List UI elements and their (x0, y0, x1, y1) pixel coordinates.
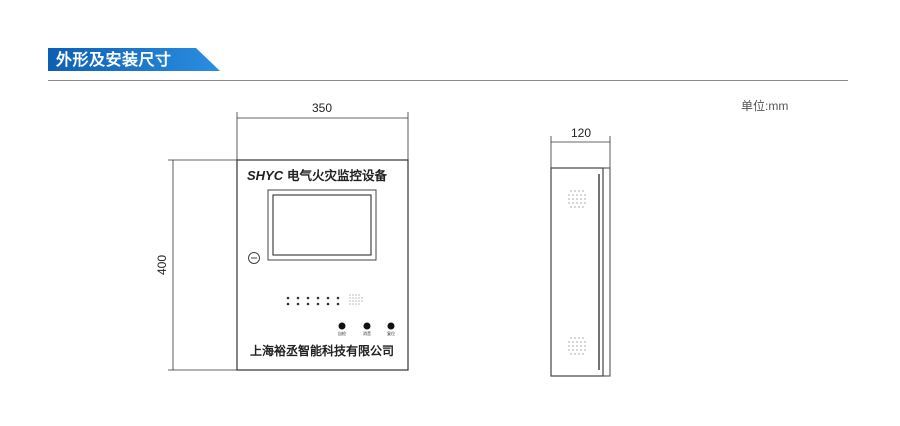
depth-dim-label: 120 (571, 126, 591, 140)
width-dim-label: 350 (312, 101, 332, 115)
divider (48, 80, 848, 81)
front-view: SHYC 电气火灾监控设备 自检 消音 复位 上海裕丞智能科技有限公司 (236, 159, 409, 371)
self-test-button[interactable]: 自检 (338, 322, 346, 337)
indicator-leds (286, 296, 340, 306)
side-dimensions (550, 136, 611, 168)
vent-bottom (568, 337, 586, 355)
reset-button[interactable]: 复位 (387, 322, 395, 337)
unit-label: 单位:mm (741, 99, 789, 113)
vent-top (568, 190, 586, 208)
svg-text:消音: 消音 (363, 330, 371, 336)
section-title: 外形及安装尺寸 (56, 50, 172, 69)
display-screen (272, 194, 372, 256)
svg-text:复位: 复位 (387, 330, 395, 336)
side-view (550, 167, 611, 377)
company-name: 上海裕丞智能科技有限公司 (250, 343, 394, 358)
silence-button[interactable]: 消音 (363, 322, 371, 337)
svg-text:自检: 自检 (338, 330, 346, 336)
front-dimensions (168, 112, 409, 371)
speaker-grille (349, 294, 363, 305)
device-title: 电气火灾监控设备 (287, 168, 388, 183)
logo: SHYC (247, 168, 284, 183)
section-banner (48, 48, 220, 71)
height-dim-label: 400 (155, 255, 169, 275)
